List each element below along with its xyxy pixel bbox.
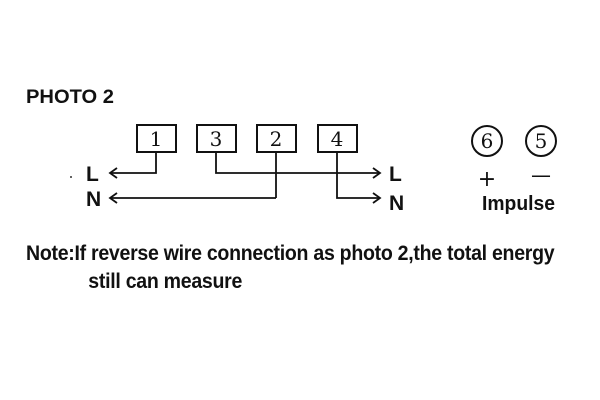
impulse-terminal-6-label: 6 (481, 129, 494, 153)
arrow-right-neutral (372, 192, 382, 204)
impulse-minus-sign: — (531, 163, 551, 187)
terminal-1-label: 1 (150, 127, 163, 151)
arrowheads (108, 167, 382, 204)
wire-terminal-3-to-right-live (215, 152, 380, 174)
terminal-4-label: 4 (331, 127, 344, 151)
impulse-terminal-5-circle (525, 125, 557, 157)
right-live-label: L (389, 163, 402, 186)
impulse-plus-sign: + (478, 167, 496, 192)
terminal-block (136, 124, 358, 153)
wire-terminal-4-to-right-neutral (336, 152, 380, 199)
arrow-left-neutral (108, 192, 118, 204)
diagram-title: PHOTO 2 (26, 87, 114, 108)
note-line-1: Note:If reverse wire connection as photo… (26, 242, 555, 265)
right-neutral-label: N (389, 192, 404, 215)
arrow-left-live (108, 167, 118, 179)
wires (110, 152, 380, 199)
terminal-2-label: 2 (270, 127, 283, 151)
impulse-label: Impulse (482, 193, 555, 215)
wire-terminal-1-to-left-live (110, 152, 157, 174)
terminal-3-label: 3 (210, 127, 223, 151)
impulse-terminal-6-circle (471, 125, 503, 157)
note-text: Note:If reverse wire connection as photo… (26, 240, 556, 296)
arrow-right-live (372, 167, 382, 179)
left-live-label: L (86, 163, 99, 186)
stray-dot (70, 176, 72, 178)
impulse-terminal-5-label: 5 (535, 129, 548, 153)
left-neutral-label: N (86, 188, 101, 211)
impulse-terminals: 6 5 + — Impulse (471, 125, 557, 215)
note-line-2: still can measure (88, 270, 243, 293)
